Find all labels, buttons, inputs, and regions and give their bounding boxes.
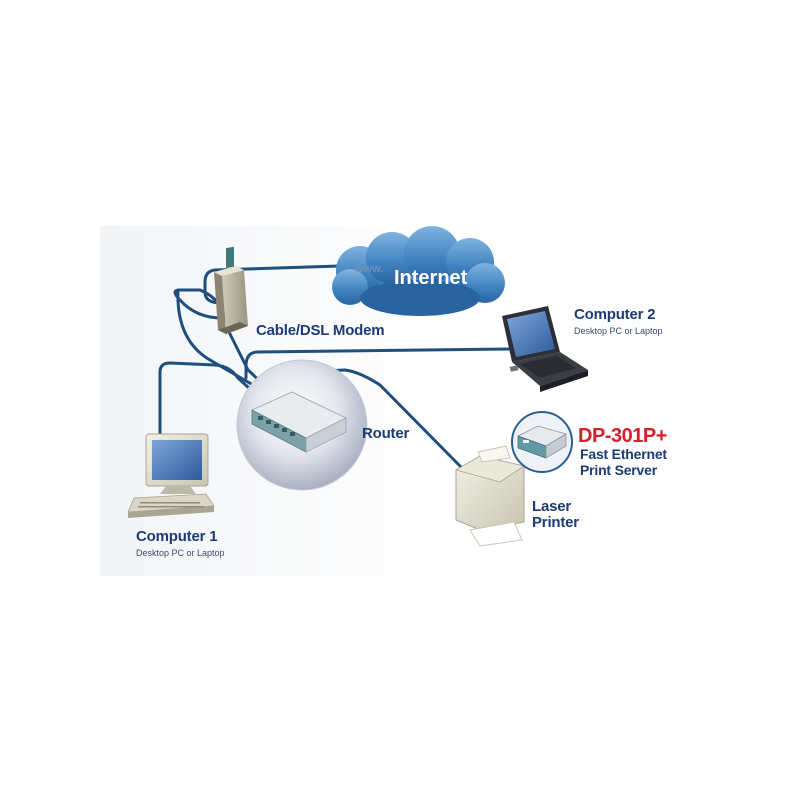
print-server-desc-2: Print Server [580,462,657,478]
modem-device [214,246,248,334]
print-server-model: DP-301P+ [578,425,667,447]
computer1-sublabel: Desktop PC or Laptop [136,548,225,558]
printer-label-1: Laser [532,498,572,515]
printer-device [454,445,525,547]
cloud-watermark: www. [355,263,384,275]
print-server-desc-1: Fast Ethernet [580,446,667,462]
cable-modem-router-2 [176,288,274,398]
router-device [251,391,347,453]
computer1-device [127,433,215,518]
cable-computer2-router [244,347,514,380]
computer2-device [502,306,588,392]
network-cables [158,264,514,470]
computer2-label: Computer 2 [574,306,656,323]
computer2-sublabel: Desktop PC or Laptop [574,326,663,336]
internet-label: Internet [394,267,468,289]
modem-label: Cable/DSL Modem [256,322,385,339]
printer-label-2: Printer [532,514,579,531]
cable-computer1-router [158,361,264,442]
internet-cloud [332,226,505,316]
cable-internet-modem [203,264,342,306]
computer1-label: Computer 1 [136,528,218,545]
print-server-device [511,411,573,473]
router-label: Router [362,425,410,442]
